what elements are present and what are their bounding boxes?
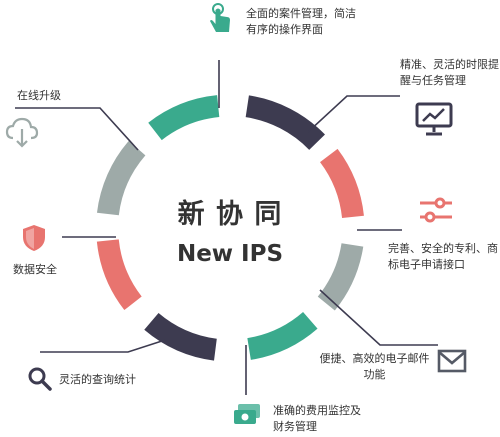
feature-label-e-filing: 完善、安全的专利、商标电子申请接口 xyxy=(388,242,498,271)
connector-line-4 xyxy=(319,289,438,346)
presentation-chart-icon xyxy=(415,102,453,136)
center-title: 新 协 同 xyxy=(177,199,283,230)
cloud-download-icon xyxy=(5,117,39,148)
segment-case-management xyxy=(148,95,220,141)
segment-finance xyxy=(247,311,318,360)
touch-hand-icon xyxy=(210,3,230,32)
money-cards-icon xyxy=(234,404,260,424)
segment-e-filing xyxy=(319,148,364,219)
feature-label-query-stats: 灵活的查询统计 xyxy=(59,373,136,386)
feature-label-data-security: 数据安全 xyxy=(13,263,57,276)
feature-label-deadline-reminder: 精准、灵活的时限提醒与任务管理 xyxy=(400,58,499,87)
segment-query-stats xyxy=(144,312,218,361)
feature-label-case-management: 全面的案件管理，简洁有序的操作界面 xyxy=(246,7,356,36)
envelope-icon xyxy=(437,349,467,373)
segment-deadline-reminder xyxy=(245,95,325,151)
segment-email xyxy=(317,242,364,311)
segment-online-upgrade xyxy=(96,140,146,216)
slider-settings-icon xyxy=(420,197,452,223)
magnifier-icon xyxy=(28,367,52,391)
feature-label-email: 便捷、高效的电子邮件功能 xyxy=(319,352,430,381)
connector-line-6 xyxy=(40,339,166,353)
feature-label-online-upgrade: 在线升级 xyxy=(17,89,61,102)
center-subtitle: New IPS xyxy=(176,241,284,267)
connector-line-8 xyxy=(15,107,139,151)
feature-label-finance: 准确的费用监控及财务管理 xyxy=(273,404,361,433)
segment-data-security xyxy=(96,239,142,311)
shield-icon xyxy=(23,225,45,251)
connector-line-2 xyxy=(307,95,400,133)
